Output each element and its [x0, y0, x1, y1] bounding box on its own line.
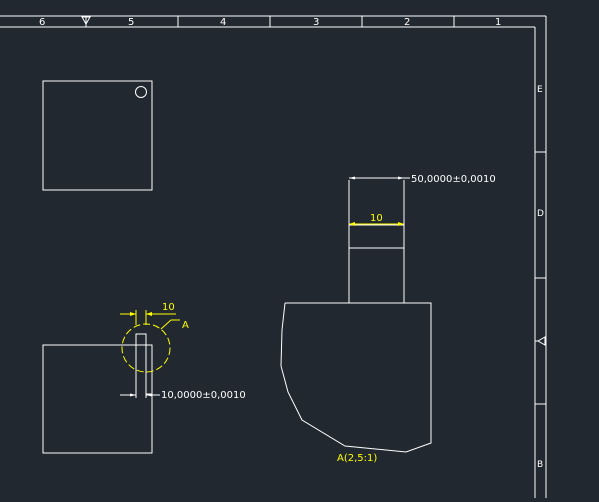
dimension-left-width[interactable]: [120, 310, 176, 325]
zone-label-1: 1: [495, 17, 501, 28]
zone-label-2: 2: [404, 17, 410, 28]
detail-callout: A(2,5:1): [337, 453, 377, 464]
dimension-left-tolerance-text: 10,0000±0,0010: [161, 390, 246, 401]
top-centering-arrow-icon: [81, 16, 91, 27]
zone-label-e: E: [537, 85, 543, 95]
detail-circle-a[interactable]: [121, 319, 180, 373]
dimension-right-tolerance[interactable]: [349, 176, 410, 180]
zone-label-5: 5: [128, 17, 134, 28]
dimension-left-width-text: 10: [162, 302, 175, 313]
detail-label: A: [182, 320, 189, 331]
dimension-right-width-text: 10: [370, 213, 383, 224]
zone-label-d: D: [537, 209, 544, 219]
dimension-left-tolerance[interactable]: [120, 393, 160, 399]
zone-label-b: B: [537, 460, 543, 470]
shaft-part[interactable]: [280, 180, 432, 453]
right-centering-arrow-icon: [535, 336, 546, 346]
zone-label-3: 3: [313, 17, 319, 28]
zone-label-4: 4: [220, 17, 226, 28]
sheet-border: [0, 15, 547, 498]
zone-label-6: 6: [39, 17, 45, 28]
dimension-right-tolerance-text: 50,0000±0,0010: [411, 174, 496, 185]
dimension-right-width[interactable]: [349, 222, 404, 226]
square-part-top[interactable]: [42, 80, 153, 191]
square-part-bottom[interactable]: [42, 333, 153, 454]
